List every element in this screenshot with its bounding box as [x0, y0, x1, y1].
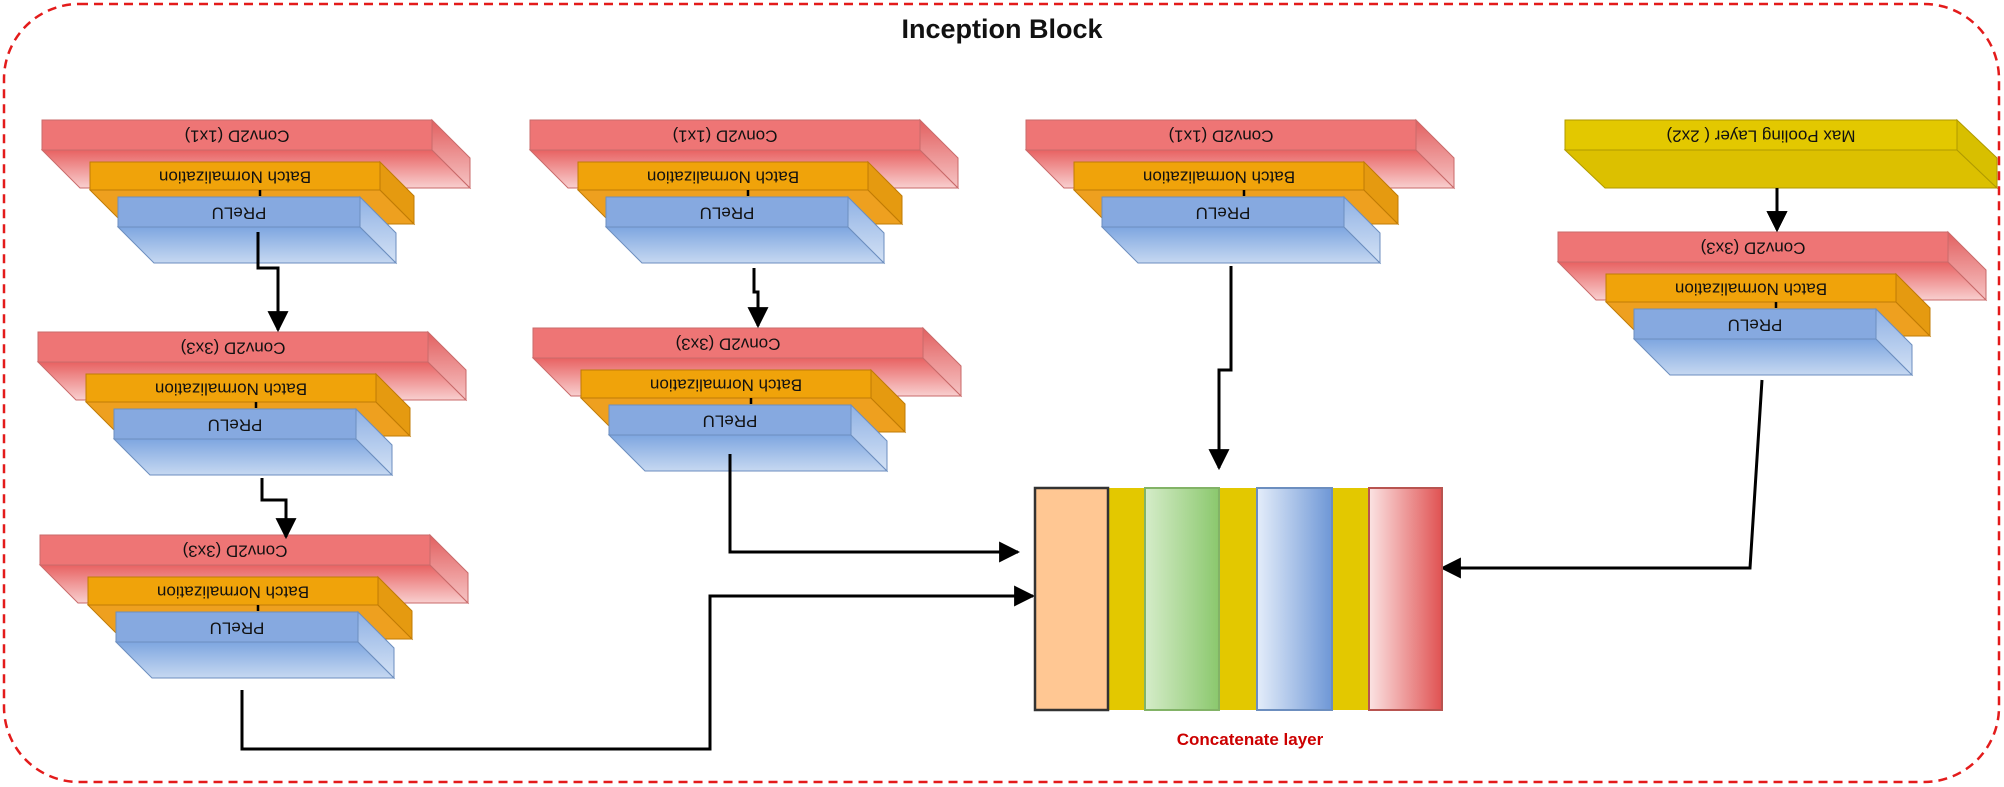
- prelu-label: PReLU: [700, 204, 755, 223]
- concat-spacer: [1108, 488, 1144, 710]
- batchnorm-label: Batch Normalization: [647, 168, 799, 187]
- concatenate-layer: [1033, 486, 1443, 712]
- conv-label: Conv2D (3x3): [181, 339, 286, 358]
- conv-label: Conv2D (1x1): [1169, 127, 1274, 146]
- batchnorm-label: Batch Normalization: [155, 380, 307, 399]
- flow-arrow: [1439, 379, 1764, 579]
- concatenate-label: Concatenate layer: [1177, 730, 1324, 749]
- flow-arrow: [728, 454, 1021, 563]
- prelu-layer: [114, 610, 396, 680]
- conv-label: Conv2D (1x1): [185, 127, 290, 146]
- conv-label: Conv2D (3x3): [183, 542, 288, 561]
- prelu-label: PReLU: [1728, 316, 1783, 335]
- flow-arrow: [240, 585, 1036, 751]
- prelu-label: PReLU: [703, 412, 758, 431]
- concat-spacer: [1219, 488, 1257, 710]
- prelu-layer: [112, 407, 394, 477]
- batchnorm-label: Batch Normalization: [1143, 168, 1295, 187]
- maxpool-layer: [1563, 118, 1999, 190]
- conv-label: Conv2D (1x1): [673, 127, 778, 146]
- batchnorm-label: Batch Normalization: [1675, 280, 1827, 299]
- flow-arrow: [747, 268, 769, 329]
- prelu-label: PReLU: [210, 619, 265, 638]
- concat-segment-red: [1368, 487, 1443, 711]
- diagram-title: Inception Block: [901, 14, 1103, 44]
- prelu-layer: [1632, 307, 1914, 377]
- flow-arrow: [260, 478, 297, 540]
- prelu-label: PReLU: [1196, 204, 1251, 223]
- concat-segment-blue: [1256, 487, 1333, 711]
- prelu-layer: [1100, 195, 1382, 265]
- flow-arrow: [256, 232, 289, 333]
- prelu-layer: [607, 403, 889, 473]
- batchnorm-label: Batch Normalization: [157, 583, 309, 602]
- concat-segment-green: [1144, 487, 1220, 711]
- concat-spacer: [1332, 488, 1370, 710]
- maxpool-label: Max Pooling Layer ( 2x2): [1667, 127, 1856, 146]
- prelu-label: PReLU: [212, 204, 267, 223]
- concat-segment-orange: [1033, 486, 1110, 712]
- prelu-layer: [604, 195, 886, 265]
- conv-label: Conv2D (3x3): [1701, 239, 1806, 258]
- prelu-label: PReLU: [208, 416, 263, 435]
- batchnorm-label: Batch Normalization: [650, 376, 802, 395]
- flow-arrow: [1208, 266, 1233, 471]
- batchnorm-label: Batch Normalization: [159, 168, 311, 187]
- conv-label: Conv2D (3x3): [676, 335, 781, 354]
